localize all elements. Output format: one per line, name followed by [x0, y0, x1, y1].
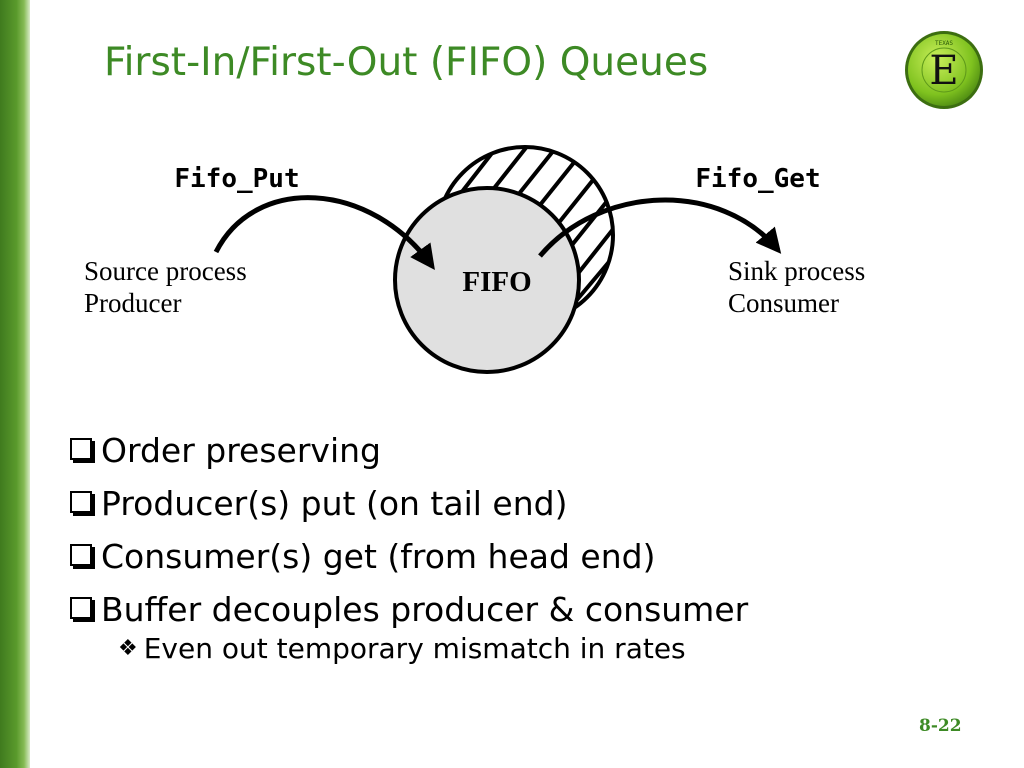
sink-process-label: Sink process: [728, 256, 865, 286]
left-accent-bar: [0, 0, 30, 768]
logo-letter: E: [929, 48, 958, 94]
bullet-item: Buffer decouples producer & consumer: [68, 583, 748, 636]
bullet-text: Order preserving: [101, 430, 381, 470]
source-process-label: Source process: [84, 256, 247, 286]
checkbox-bullet-icon: [70, 543, 92, 566]
diamond-bullet-icon: ❖: [118, 636, 138, 661]
bullet-list: Order preserving Producer(s) put (on tai…: [68, 424, 748, 636]
checkbox-bullet-icon: [70, 437, 92, 460]
page-number: 8-22: [919, 716, 962, 736]
consumer-label: Consumer: [728, 288, 839, 318]
fifo-put-label: Fifo_Put: [174, 164, 299, 194]
fifo-get-label: Fifo_Get: [695, 164, 820, 194]
bullet-text: Consumer(s) get (from head end): [101, 536, 656, 576]
bullet-item: Producer(s) put (on tail end): [68, 477, 748, 530]
bullet-text: Buffer decouples producer & consumer: [101, 589, 749, 629]
fifo-diagram: FIFO Fifo_Put Fifo_Get Source process Pr…: [84, 145, 865, 374]
producer-label: Producer: [84, 288, 181, 318]
bullet-item: Consumer(s) get (from head end): [68, 530, 748, 583]
bullet-item: Order preserving: [68, 424, 748, 477]
sub-bullet-text: Even out temporary mismatch in rates: [143, 632, 686, 665]
checkbox-bullet-icon: [70, 490, 92, 513]
fifo-get-arrow: [538, 197, 782, 258]
fifo-front-face: [393, 186, 581, 374]
logo-top-text: TEXAS: [935, 40, 953, 47]
fifo-put-arrow: [213, 195, 435, 271]
slide-title: First-In/First-Out (FIFO) Queues: [104, 40, 709, 85]
bullet-text: Producer(s) put (on tail end): [101, 483, 568, 523]
checkbox-bullet-icon: [70, 596, 92, 619]
fifo-label: FIFO: [462, 266, 531, 298]
sub-bullet: ❖Even out temporary mismatch in rates: [118, 632, 686, 665]
texas-e-logo-icon: TEXAS E: [905, 31, 983, 109]
